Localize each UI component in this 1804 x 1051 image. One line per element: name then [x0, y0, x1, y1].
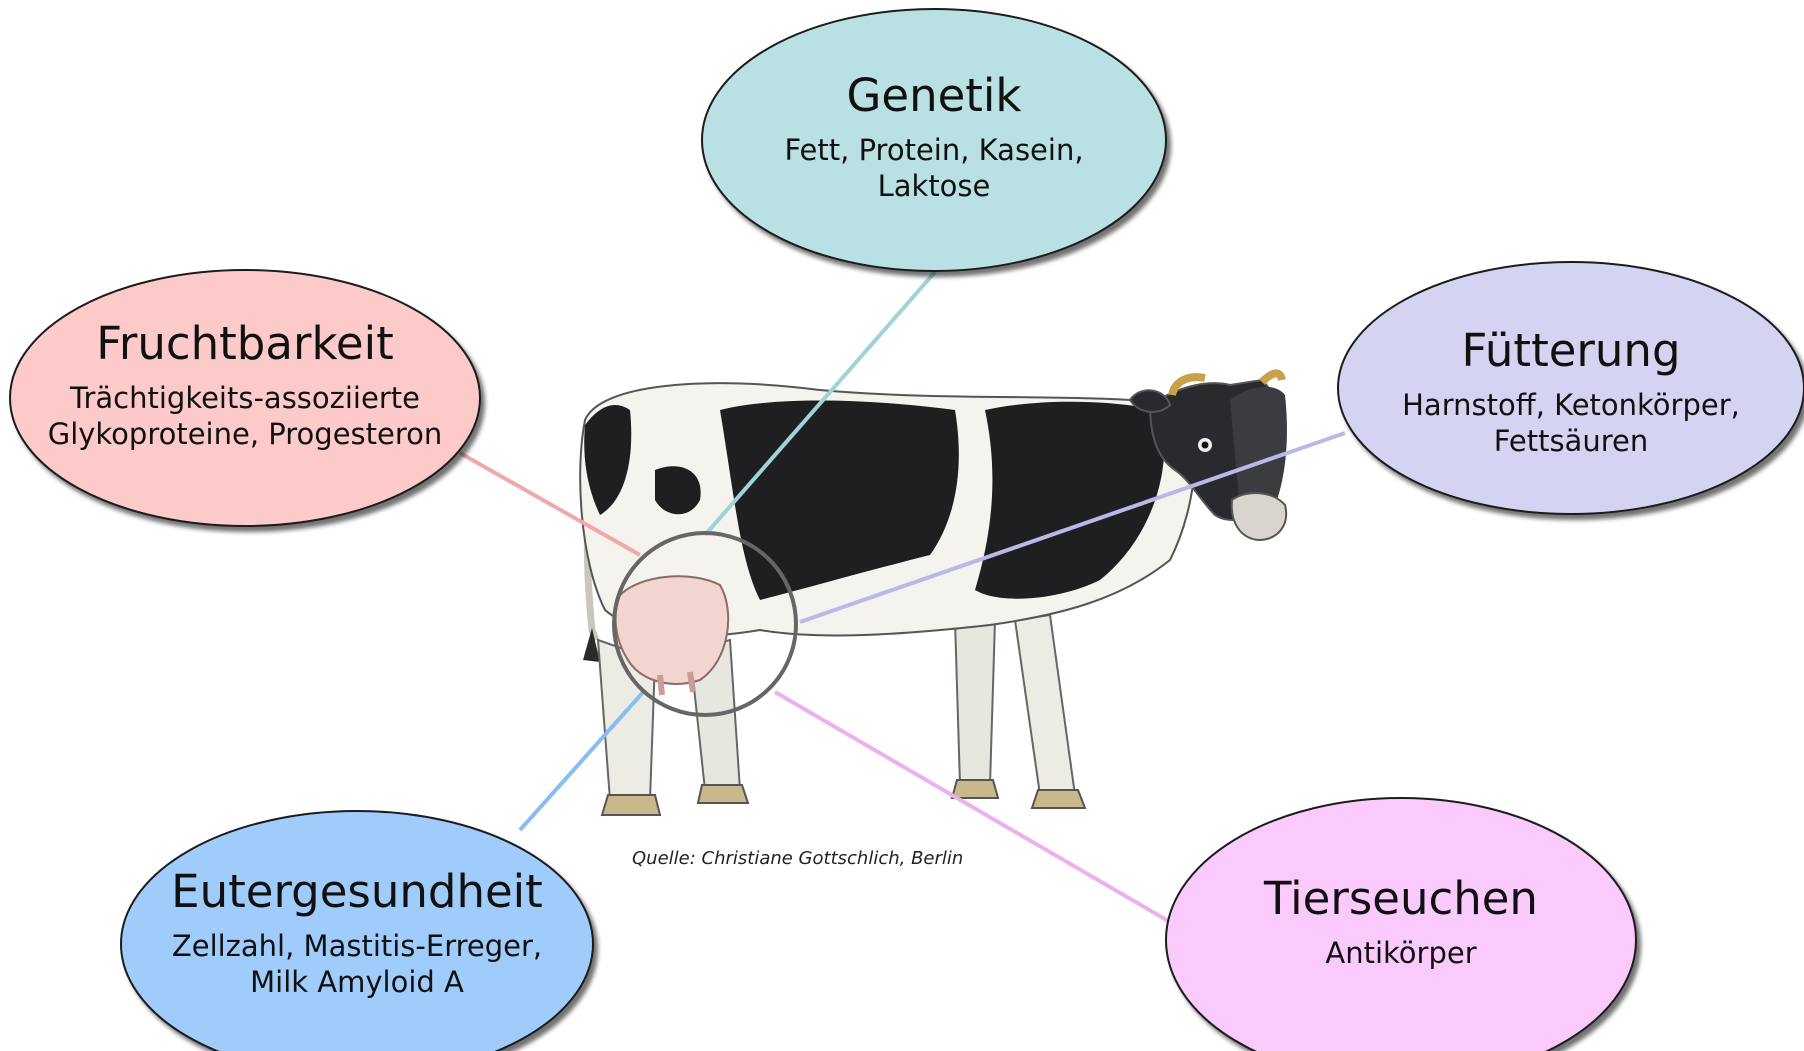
node-details-eutergesundheit: Zellzahl, Mastitis-Erreger,Milk Amyloid …: [121, 928, 593, 1000]
node-detail-line: Antikörper: [1166, 935, 1636, 971]
node-title-fuetterung: Fütterung: [1338, 325, 1804, 377]
node-detail-line: Harnstoff, Ketonkörper,: [1338, 387, 1804, 423]
node-detail-line: Fettsäuren: [1338, 423, 1804, 459]
node-detail-line: Milk Amyloid A: [121, 964, 593, 1000]
node-detail-line: Laktose: [702, 168, 1166, 204]
node-detail-line: Fett, Protein, Kasein,: [702, 132, 1166, 168]
node-details-fuetterung: Harnstoff, Ketonkörper,Fettsäuren: [1338, 387, 1804, 459]
node-title-eutergesundheit: Eutergesundheit: [121, 866, 593, 918]
source-caption: Quelle: Christiane Gottschlich, Berlin: [632, 848, 963, 869]
node-title-fruchtbarkeit: Fruchtbarkeit: [10, 318, 480, 370]
node-title-tierseuchen: Tierseuchen: [1166, 873, 1636, 925]
node-details-tierseuchen: Antikörper: [1166, 935, 1636, 971]
cow-illustration: [580, 373, 1287, 815]
node-detail-line: Glykoproteine, Progesteron: [10, 416, 480, 452]
node-detail-line: Trächtigkeits-assoziierte: [10, 380, 480, 416]
node-title-genetik: Genetik: [702, 70, 1166, 122]
node-detail-line: Zellzahl, Mastitis-Erreger,: [121, 928, 593, 964]
node-details-genetik: Fett, Protein, Kasein,Laktose: [702, 132, 1166, 204]
